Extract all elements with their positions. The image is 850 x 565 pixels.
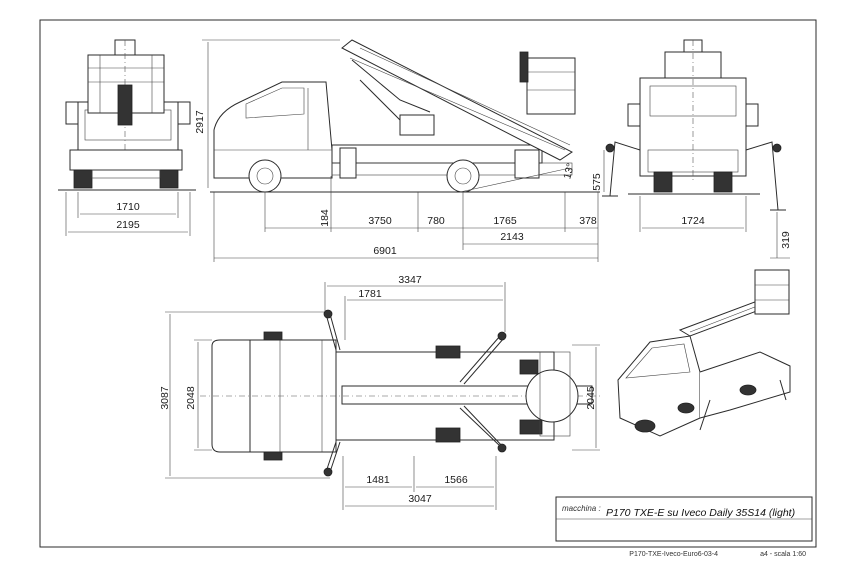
dim-lower-total: 3047	[408, 493, 432, 505]
front-view: 1710 2195	[58, 39, 196, 236]
dim-ground-clearance: 184	[319, 209, 331, 227]
dim-total-length: 6901	[373, 245, 397, 257]
dim-rear-span: 2045	[585, 386, 597, 410]
title-block-ref: P170-TXE-Iveco-Euro6-03-4	[629, 551, 718, 558]
dim-outrigger-span: 3347	[398, 274, 422, 286]
side-view: 2917 13°	[194, 39, 605, 262]
title-block-title: P170 TXE-E su Iveco Daily 35S14 (light)	[606, 507, 795, 519]
dim-rear-width: 1724	[681, 215, 705, 227]
title-block: macchina : P170 TXE-E su Iveco Daily 35S…	[555, 496, 813, 558]
dim-front-overhang-turret: 780	[427, 215, 445, 227]
dim-turret-to-end: 2143	[500, 231, 524, 243]
dim-lower-left: 1481	[366, 474, 390, 486]
dim-angle: 13°	[561, 162, 577, 180]
dim-front-width-inner: 1710	[116, 201, 140, 213]
sheet-frame	[39, 19, 817, 548]
dim-stabilizer-lift: 319	[780, 231, 792, 249]
dim-top-width-body: 2048	[185, 386, 197, 410]
dim-front-width-outer: 2195	[116, 219, 140, 231]
title-block-label: macchina :	[562, 504, 601, 513]
dim-wheelbase: 3750	[368, 215, 392, 227]
rear-view: 1724 319	[602, 39, 792, 259]
isometric-view	[617, 269, 791, 437]
dim-overall-height: 2917	[194, 110, 206, 134]
dim-turret-to-rear: 1765	[493, 215, 517, 227]
dim-lower-right: 1566	[444, 474, 468, 486]
dim-rear-overhang: 378	[579, 215, 597, 227]
top-view: 3347 1781 3087 2048	[159, 274, 600, 510]
title-block-scale: a4 - scala 1:60	[760, 551, 806, 558]
dim-stabilizer-height: 575	[591, 173, 603, 191]
dim-top-width-total: 3087	[159, 386, 171, 410]
dim-outrigger-half: 1781	[358, 288, 382, 300]
